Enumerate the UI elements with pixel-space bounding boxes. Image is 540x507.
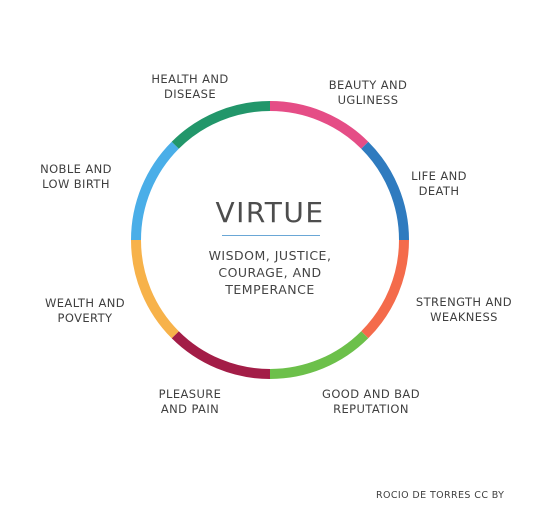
attribution-credit: ROCIO DE TORRES CC BY <box>376 490 505 501</box>
center-subtitle: WISDOM, JUSTICE, COURAGE, AND TEMPERANCE <box>208 248 332 297</box>
label-wealth: WEALTH AND POVERTY <box>45 296 125 325</box>
ring-segment-pleasure <box>171 331 271 379</box>
label-life: LIFE AND DEATH <box>411 169 467 198</box>
label-beauty: BEAUTY AND UGLINESS <box>328 78 408 107</box>
ring-segment-beauty <box>269 101 369 149</box>
ring-segment-health <box>171 101 271 149</box>
ring-segment-strength <box>361 239 409 339</box>
center-divider <box>222 235 320 236</box>
center-title: VIRTUE <box>215 196 325 229</box>
label-birth: NOBLE AND LOW BIRTH <box>40 162 112 191</box>
label-pleasure: PLEASURE AND PAIN <box>158 387 222 416</box>
label-health: HEALTH AND DISEASE <box>151 72 229 101</box>
ring-segment-wealth <box>131 239 179 339</box>
ring-segment-birth <box>131 141 179 241</box>
ring-segment-life <box>361 141 409 241</box>
ring-segment-reputation <box>269 331 369 379</box>
label-reputation: GOOD AND BAD REPUTATION <box>322 387 420 416</box>
label-strength: STRENGTH AND WEAKNESS <box>415 295 513 324</box>
